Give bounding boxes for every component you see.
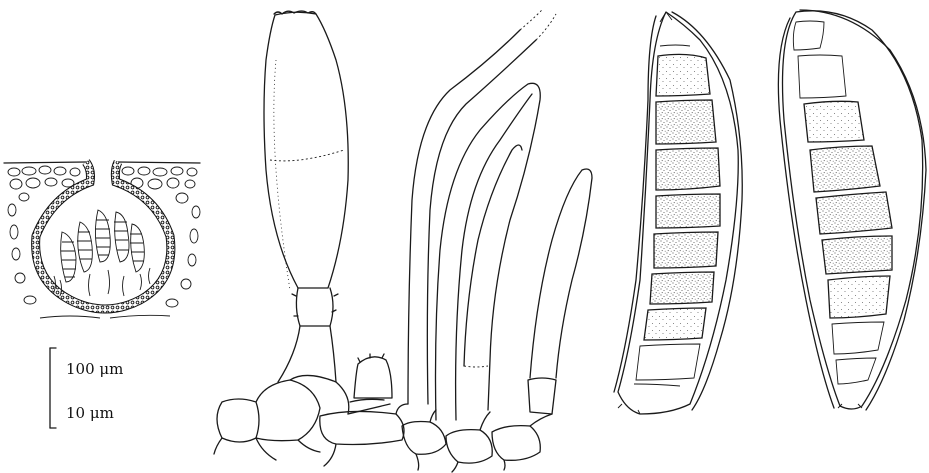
scale-bar-label-100um: 100 μm: [66, 362, 123, 377]
scale-bars: [50, 348, 56, 428]
scale-bar-label-10um: 10 μm: [66, 406, 114, 421]
asci-in-section: [54, 210, 150, 296]
paraphyses-and-asci: [214, 10, 592, 472]
perithecium-section: [4, 162, 200, 318]
ascospore-1: [614, 12, 742, 414]
ascospore-2: [778, 10, 926, 410]
basal-cells: [214, 375, 552, 472]
scale-bar-ticks: [50, 348, 56, 428]
